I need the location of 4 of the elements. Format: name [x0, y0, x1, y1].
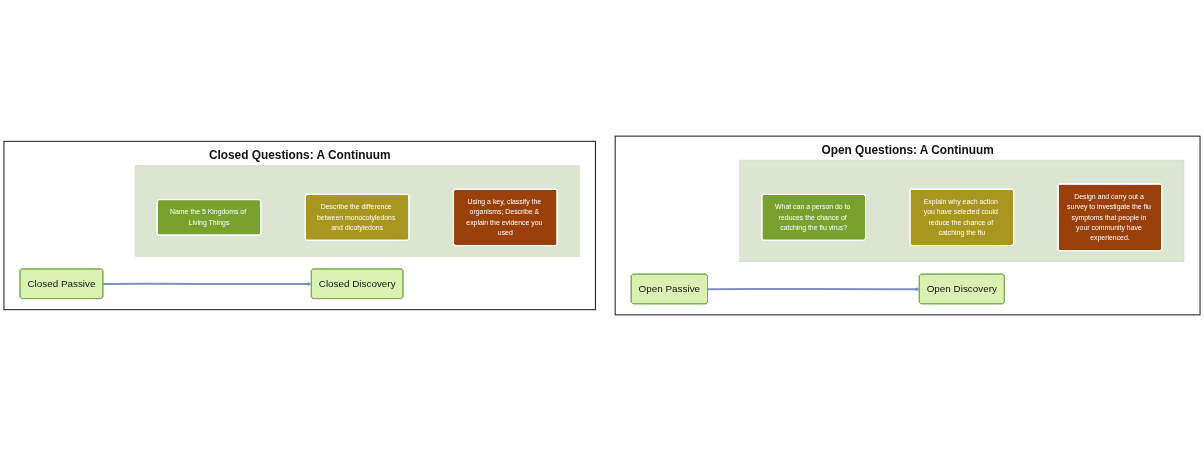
cluster [134, 165, 580, 257]
arrow [706, 287, 920, 292]
arrow [102, 281, 312, 287]
cluster [739, 159, 1185, 263]
